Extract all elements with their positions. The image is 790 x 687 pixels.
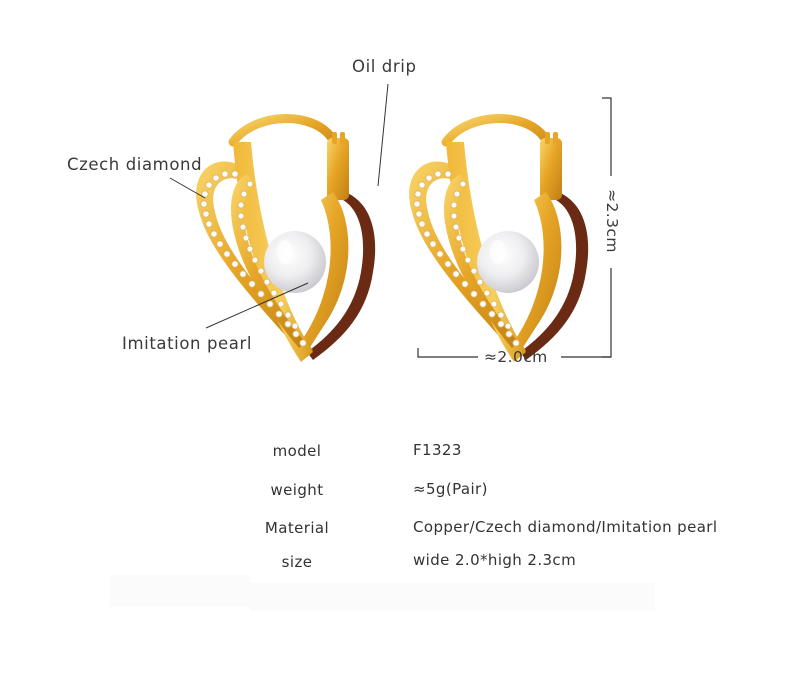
height-dimension-label: ≈2.3cm	[603, 189, 621, 253]
earring-right-image	[409, 118, 588, 362]
czech-diamond-leader-line	[169, 177, 206, 199]
oil-drip-label: Oil drip	[352, 57, 417, 76]
height-bracket-top	[602, 97, 612, 176]
imitation-pearl-leader-line	[205, 282, 309, 329]
width-dimension-label: ≈2.0cm	[484, 348, 548, 366]
spec-value-model: F1323	[413, 441, 462, 459]
spec-value-material: Copper/Czech diamond/Imitation pearl	[413, 518, 718, 536]
background-strip-left	[110, 575, 250, 607]
imitation-pearl-label: Imitation pearl	[122, 334, 253, 353]
spec-label-size: size	[281, 553, 313, 571]
czech-diamond-label: Czech diamond	[67, 155, 203, 174]
spec-value-size: wide 2.0*high 2.3cm	[413, 551, 577, 569]
background-strip-right	[250, 583, 655, 611]
height-bracket-bottom	[602, 268, 612, 358]
spec-label-model: model	[272, 442, 322, 460]
width-bracket-left	[417, 348, 478, 358]
spec-label-material: Material	[264, 519, 330, 537]
spec-value-weight: ≈5g(Pair)	[413, 480, 488, 498]
earring-left-image	[196, 118, 375, 362]
spec-label-weight: weight	[270, 481, 324, 499]
oil-drip-leader-line	[377, 83, 389, 187]
